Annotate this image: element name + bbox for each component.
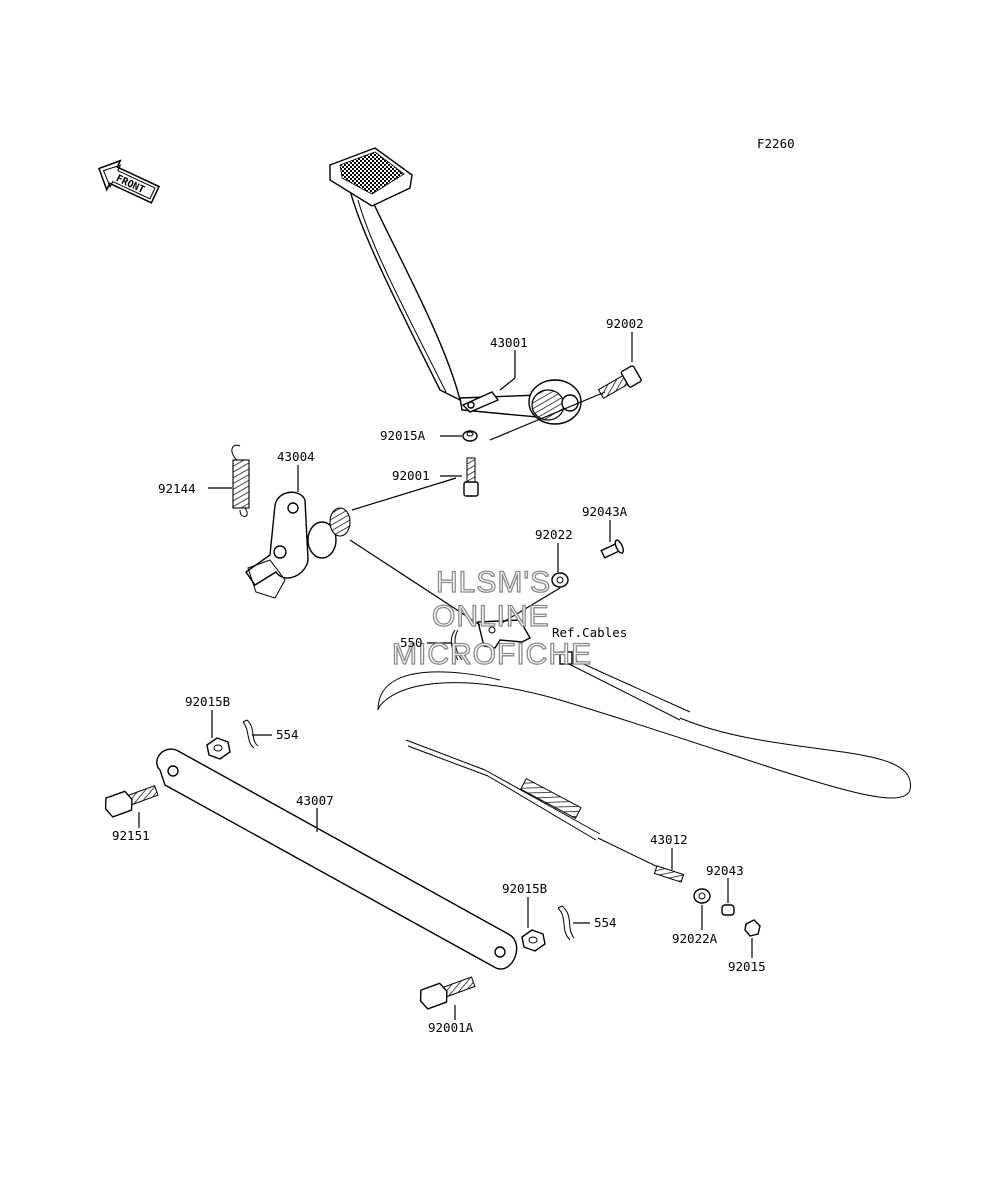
washer-92022A-drawing [693,888,711,904]
part-label-43007: 43007 [296,793,334,808]
watermark-line1: HLSM'S [436,566,551,599]
part-label-43004: 43004 [277,449,315,464]
watermark-line2: ONLINE [432,600,550,633]
leader-lines [138,332,753,1020]
part-label-92015: 92015 [728,959,766,974]
brake-cable-drawing [377,651,911,883]
clip-554-bottom-drawing [557,905,575,941]
part-label-554-top: 554 [276,727,299,742]
part-label-92015A: 92015A [380,428,426,443]
part-label-92002: 92002 [606,316,644,331]
part-label-92022A: 92022A [672,931,718,946]
collar-92043-drawing [721,904,735,916]
part-label-92001A: 92001A [428,1020,474,1035]
bolt-92001A-drawing [419,976,476,1010]
washer-92022-drawing [551,572,569,588]
watermark-line3: MICROFICHE [392,638,592,671]
part-label-554-bottom: 554 [594,915,617,930]
part-label-92043A: 92043A [582,504,628,519]
brake-pedal-drawing [329,147,582,425]
bolt-92002-drawing [597,365,642,400]
rod-43007-drawing [156,748,518,970]
nut-92015-drawing [744,919,761,937]
spring-92144-drawing [231,444,250,517]
nut-92015A-drawing [462,430,478,442]
figure-code: F2260 [757,136,795,151]
part-label-92151: 92151 [112,828,150,843]
part-label-550: 550 [400,635,423,650]
watermark: HLSM'S ONLINE MICROFICHE [391,565,592,671]
part-label-92015B-top: 92015B [185,694,230,709]
part-label-43001: 43001 [490,335,528,350]
part-label-92144: 92144 [158,481,196,496]
bolt-92151-drawing [104,785,159,818]
part-label-92022: 92022 [535,527,573,542]
arm-43004-drawing [245,491,351,599]
part-labels: 43001 92002 92015A 92001 43004 92144 920… [112,316,766,1035]
front-arrow-icon: FRONT [98,159,160,204]
ref-cables-note: Ref.Cables [552,625,627,640]
part-label-92001: 92001 [392,468,430,483]
nut-92015B-top-drawing [206,737,231,760]
pin-92043A-drawing [600,539,624,559]
bolt-92001-drawing [463,457,479,497]
part-label-92043: 92043 [706,863,744,878]
cable-bracket-drawing [450,619,531,661]
part-label-92015B-bottom: 92015B [502,881,547,896]
clip-554-top-drawing [242,719,259,749]
part-label-43012: 43012 [650,832,688,847]
nut-92015B-bottom-drawing [521,929,546,952]
